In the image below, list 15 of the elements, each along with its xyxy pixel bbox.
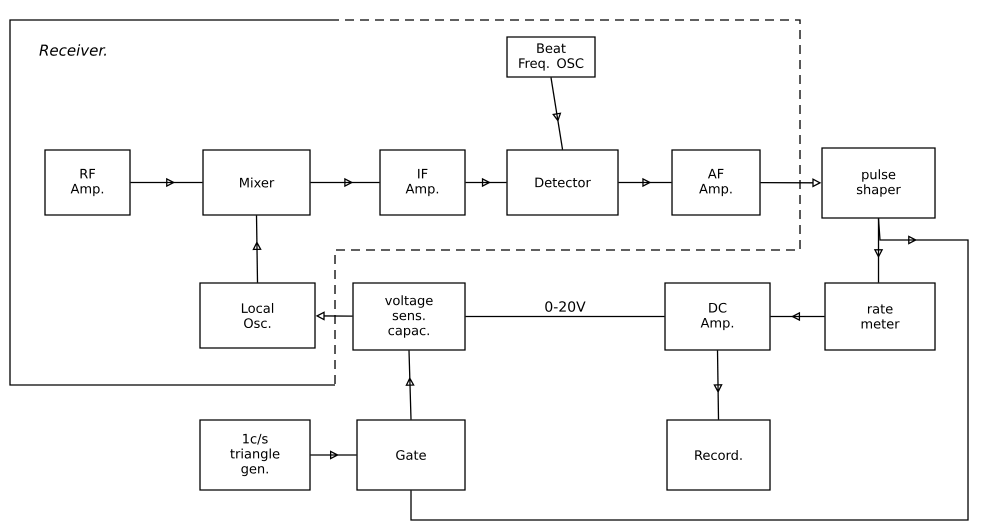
block-box: RF Amp. xyxy=(44,149,131,216)
arrow xyxy=(550,78,564,150)
block-box: Detector xyxy=(506,149,619,216)
block-box: Gate xyxy=(356,419,466,491)
block-box: pulse shaper xyxy=(821,147,936,219)
block-box: Local Osc. xyxy=(199,282,316,349)
block-box: IF Amp. xyxy=(379,149,466,216)
block-box: AF Amp. xyxy=(671,149,761,216)
edge-label: 0-20V xyxy=(543,300,587,313)
block-box: rate meter xyxy=(824,282,936,351)
block-box: Mixer xyxy=(202,149,311,216)
block-box: Record. xyxy=(666,419,771,491)
arrow xyxy=(410,218,969,521)
block-box: 1c/s triangle gen. xyxy=(199,419,311,491)
block-box: Beat Freq. OSC xyxy=(506,36,596,78)
